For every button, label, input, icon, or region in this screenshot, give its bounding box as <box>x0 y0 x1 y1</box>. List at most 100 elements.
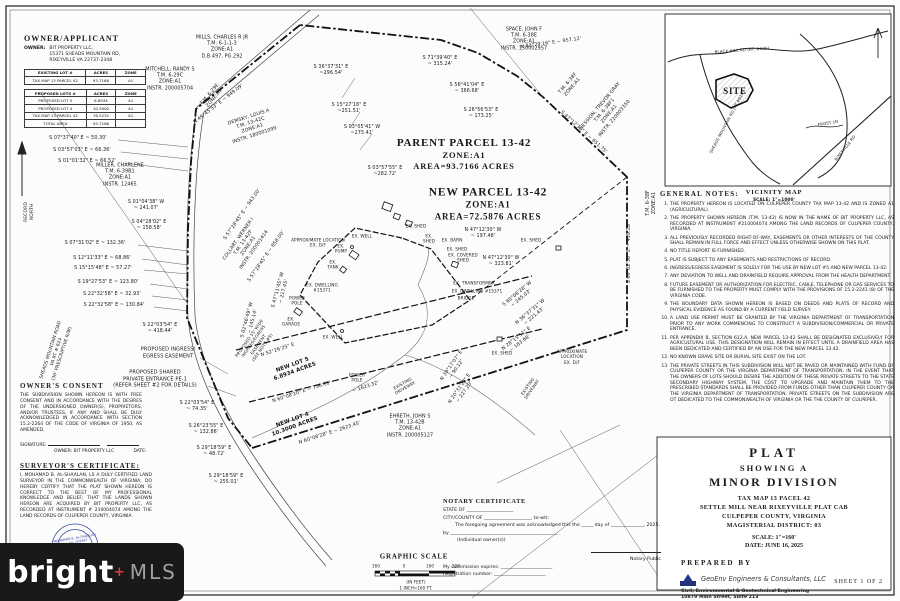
table-cell: 6.8934 <box>85 96 117 105</box>
leader-lines <box>117 77 373 397</box>
geoenv-logo-bar <box>680 581 696 586</box>
existing-lot-table: EXISTING LOT # ACRES ZONE TAX MAP 13 PAR… <box>23 68 146 85</box>
col-header: ZONE <box>115 88 146 98</box>
driveway-lines <box>251 247 536 439</box>
notary-registration-line: Registration number: ___________________… <box>443 572 546 578</box>
table-cell: A1 <box>115 96 146 105</box>
table-cell: A1 <box>115 76 146 85</box>
consent-signature-area: SIGNATURE: OWNER: BIT PROPERTY LLC DATE: <box>20 443 170 454</box>
general-note: PER APPENDIX B, SECTION 612.A, NEW PARCE… <box>670 336 894 353</box>
title-block-box <box>656 436 892 591</box>
general-notes-heading: GENERAL NOTES: <box>660 190 739 198</box>
table-cell: 76.5232 <box>85 111 117 121</box>
buildings <box>293 201 562 342</box>
surveyors-certificate-heading: SURVEYOR'S CERTIFICATE: <box>20 462 140 470</box>
general-note: THE PRIVATE STREETS IN THIS SUBDIVISION … <box>670 364 894 404</box>
road-lines <box>186 9 333 567</box>
company-tagline: Civil, Environmental & Geotechnical Engi… <box>681 589 810 594</box>
owners-consent-block: OWNER'S CONSENT THE SUBDIVISION SHOWN HE… <box>20 382 142 434</box>
general-note: A LAND USE PERMIT MUST BE GRANTED BY THE… <box>670 316 894 333</box>
vicinity-map-box <box>664 13 892 187</box>
col-header: ACRES <box>85 68 117 78</box>
table-cell: A1 <box>115 111 146 121</box>
owners-consent-body: THE SUBDIVISION SHOWN HEREON IS WITH FRE… <box>20 393 142 434</box>
surveyors-certificate-block: SURVEYOR'S CERTIFICATE: I, MOHAMAD B. AL… <box>20 462 152 520</box>
owner-applicant-heading: OWNER/APPLICANT <box>24 34 120 43</box>
sheet-border-inner <box>9 9 891 592</box>
owner-name: BIT PROPERTY LLC, <box>49 46 94 51</box>
consent-owner-line: OWNER: BIT PROPERTY LLC <box>54 449 115 454</box>
plat-tax-map: TAX MAP 13 PACEL 42 <box>737 495 811 502</box>
geoenv-logo-icon <box>681 573 695 585</box>
plat-settle-mill: SETTLE MILL NEAR RIXEYVILLE PLAT CAB <box>699 504 849 511</box>
proposed-lots-table: PROPOSED LOTS # ACRES ZONE PROPOSED LOT … <box>24 88 146 128</box>
consent-date-label: DATE: <box>133 449 147 454</box>
notary-public-sig-line <box>591 551 661 553</box>
prepared-by-heading: PREPARED BY <box>681 559 753 567</box>
plat-minor-division: MINOR DIVISION <box>709 475 839 489</box>
general-note: THE PROPERTY SHOWN HEREON (T.M. 13-42) I… <box>670 216 894 233</box>
notary-public-label: Notary Public <box>629 557 661 563</box>
owner-applicant-block: OWNER/APPLICANT OWNER: BIT PROPERTY LLC,… <box>23 34 174 128</box>
company-address1: 10879 Main Street, Suite 213 <box>681 595 759 601</box>
col-header: ACRES <box>85 88 117 98</box>
general-note: INGRESS/EGRESS EASEMENT IS SOLELY FOR TH… <box>670 266 894 272</box>
general-note: FUTURE EASEMENT OR AUTHORIZATION FOR ELE… <box>670 283 894 300</box>
plat-title: PLAT <box>749 445 799 460</box>
sheet-border <box>5 5 895 596</box>
notary-state-line: STATE OF ____________________ <box>443 508 514 514</box>
table-cell: TOTAL AREA <box>24 119 87 128</box>
plat-district: MAGISTERIAL DISTRICT: 03 <box>726 522 822 529</box>
general-note: ALL PREVIOUSLY RECORDED RIGHT-OF-WAY, EA… <box>670 236 894 247</box>
table-cell: 10.3000 <box>85 103 117 113</box>
general-note: NO KNOWN GRAVE SITE OR BURIAL SITE EXIST… <box>670 355 894 361</box>
table-cell: 93.7166 <box>85 76 117 85</box>
lot-lines <box>235 176 628 403</box>
table-cell: TAX MAP 13 PARCEL 42 <box>24 111 87 121</box>
owner-address2: RIXEYVILLE VA 22737-2348 <box>49 58 113 64</box>
general-notes-block: GENERAL NOTES: THE PROPERTY HEREON IS LO… <box>660 190 894 406</box>
graphic-scale-bar <box>374 570 456 577</box>
north-arrow <box>17 140 27 196</box>
date-line <box>107 445 140 446</box>
notary-certificate-block: NOTARY CERTIFICATE STATE OF ____________… <box>443 497 661 579</box>
watermark-plus-icon: + <box>113 564 125 580</box>
brightmls-watermark: bright+MLS <box>0 543 184 601</box>
notary-by-line: by _____________________________________… <box>443 530 559 536</box>
table-cell: 93.7166 <box>85 119 117 128</box>
signature-label: SIGNATURE: <box>20 443 47 448</box>
wells <box>340 245 354 333</box>
vicinity-roads <box>667 27 892 186</box>
general-note: ANY DEVIATION TO WELL AND DRAINFIELD REQ… <box>670 274 894 280</box>
plat-county: CULPEPER COUNTY, VIRGINIA <box>721 513 827 520</box>
signature-line <box>48 445 101 446</box>
table-cell: A1 <box>115 103 146 113</box>
company-name: GeoEnv Engineers & Consultants, LLC <box>701 575 826 583</box>
sheet-number: SHEET 1 OF 2 <box>834 579 883 585</box>
plat-showing: SHOWING A <box>739 463 809 473</box>
notary-city-line: CITY/COUNTY OF ____________________, to-… <box>443 515 549 521</box>
owner-address1: 15371 SHEADS MOUNTAIN RD, <box>49 52 121 58</box>
col-header: PROPOSED LOTS # <box>24 88 87 98</box>
general-note: NO TITLE REPORT IS FURNISHED. <box>670 249 894 255</box>
notary-owner-note: (Individual owner(s)) <box>457 538 506 544</box>
plat-date: DATE: JUNE 16, 2025 <box>745 543 803 549</box>
vicinity-site-polygon <box>715 73 754 109</box>
notary-commission-line: My commission expires: _________________… <box>443 564 553 570</box>
notary-ack-line: The foregoing agreement was acknowledged… <box>455 523 660 529</box>
owners-consent-heading: OWNER'S CONSENT <box>20 382 104 390</box>
general-note: THE PROPERTY HEREON IS LOCATED ON CULPEP… <box>670 202 894 213</box>
table-cell: PROPOSED LOT 4 <box>24 103 87 113</box>
watermark-brand: bright <box>7 554 114 590</box>
plat-scale: SCALE: 1"=160' <box>752 535 796 541</box>
notary-heading: NOTARY CERTIFICATE <box>443 498 526 505</box>
general-note: THE BOUNDARY DATA SHOWN HEREON IS BASED … <box>670 302 894 313</box>
parcel-boundary <box>186 24 628 449</box>
